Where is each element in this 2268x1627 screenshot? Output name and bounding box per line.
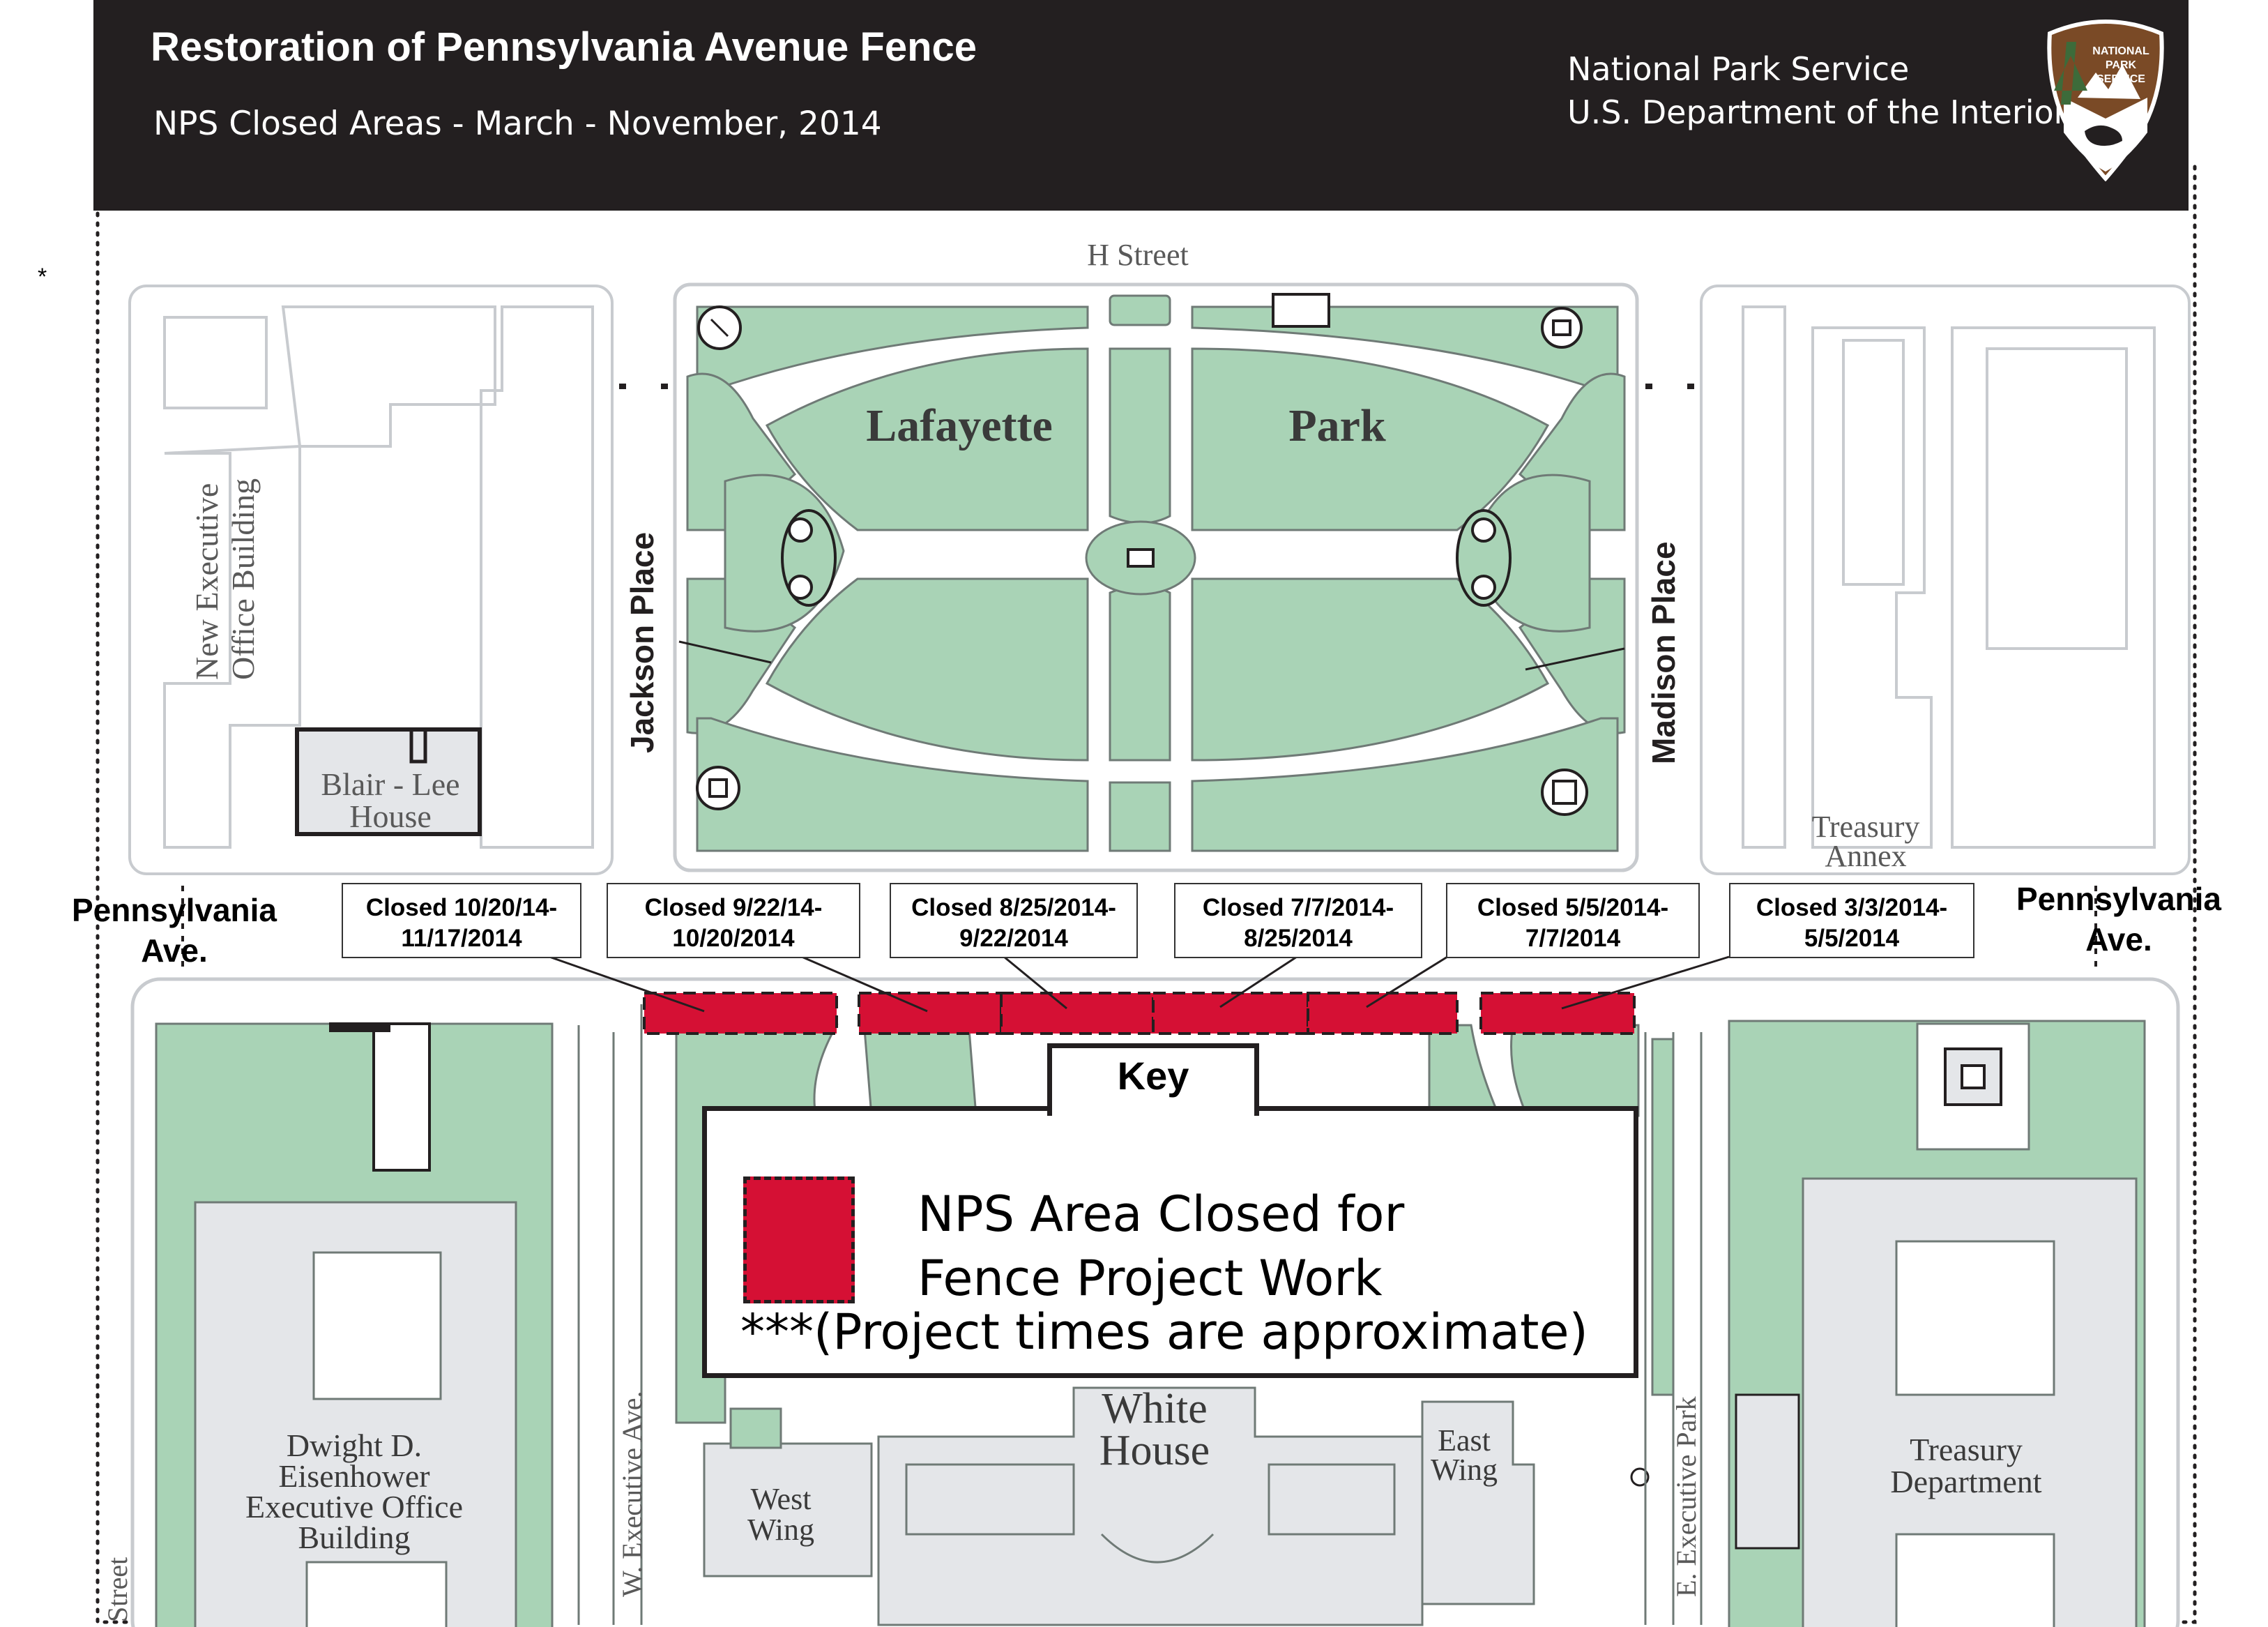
closure-label-1-line-2: 11/17/2014 [401,925,522,952]
closure-label-4-line-1: Closed 7/7/2014- [1202,894,1394,921]
closure-label-5: Closed 5/5/2014- 7/7/2014 [1446,883,1700,958]
pennsylvania-east-line-1: Pennsylvania [2016,881,2222,917]
closure-label-2-line-1: Closed 9/22/14- [644,894,823,921]
label-west-wing-1: West [751,1482,812,1516]
label-park: Park [1288,400,1386,451]
key-approximate-note: ***(Project times are approximate) [740,1303,1588,1361]
label-new-exec-line-1: New Executive [189,483,224,680]
label-treasury-dept-2: Department [1890,1464,2041,1499]
block-new-executive-office [128,285,614,875]
label-eisenhower-4: Building [298,1520,410,1555]
west-wing-building [703,1442,873,1577]
label-new-exec-line-2: Office Building [225,478,261,680]
closure-label-4: Closed 7/7/2014- 8/25/2014 [1174,883,1422,958]
building-blair-lee-house [295,727,482,836]
key-title: Key [1047,1043,1259,1116]
closure-segment-1 [643,992,838,1035]
page-marker: * [38,264,47,290]
closure-label-2-line-2: 10/20/2014 [672,925,795,952]
logo-text-park: PARK [2106,59,2137,71]
label-white-house-2: House [1099,1427,1210,1474]
eisenhower-eob-building [155,1022,554,1627]
label-e-executive-park: E. Executive Park [1670,1396,1702,1597]
nps-arrowhead-logo: NATIONAL PARK SERVICE [2047,20,2164,181]
key-description: NPS Area Closed for Fence Project Work [918,1182,1404,1310]
closure-label-3-line-1: Closed 8/25/2014- [911,894,1116,921]
agency-line-2: U.S. Department of the Interior [1567,93,2067,131]
label-treasury-annex-2: Annex [1825,839,1906,873]
block-treasury-annex [1700,285,2191,875]
closure-label-6: Closed 3/3/2014- 5/5/2014 [1729,883,1974,958]
label-treasury-annex-1: Treasury [1812,810,1920,844]
header-bar: Restoration of Pennsylvania Avenue Fence… [93,0,2189,211]
agency-line-1: National Park Service [1567,50,1910,88]
closure-label-1: Closed 10/20/14- 11/17/2014 [342,883,581,958]
closure-segments [643,992,1636,1035]
closure-segment-5 [1307,992,1459,1035]
label-madison-place: Madison Place [1645,541,1682,764]
logo-text-national: NATIONAL [2092,45,2149,57]
east-wing-building [1421,1400,1535,1605]
map-key: NPS Area Closed for Fence Project Work *… [702,1106,1638,1378]
label-east-wing-1: East [1438,1423,1491,1458]
label-blair-lee-2: House [349,799,432,834]
label-east-wing-2: Wing [1431,1453,1498,1487]
treasury-department-building [1728,1020,2146,1627]
key-closed-area-swatch [743,1176,855,1303]
label-blair-lee-1: Blair - Lee [321,766,459,802]
closure-label-1-line-1: Closed 10/20/14- [365,894,558,921]
label-w-executive-ave: W. Executive Ave. [616,1391,648,1597]
closure-segment-6 [1479,992,1636,1035]
pennsylvania-west-line-2: Ave. [141,932,208,969]
closure-label-3: Closed 8/25/2014- 9/22/2014 [890,883,1138,958]
label-white-house-1: White [1102,1385,1208,1432]
label-pennsylvania-ave-east: Pennsylvania Ave. [1997,879,2241,960]
pennsylvania-east-line-2: Ave. [2085,921,2152,958]
agency-name: National Park Service U.S. Department of… [1567,47,2067,134]
closure-label-5-line-2: 7/7/2014 [1525,925,1621,952]
label-h-street: H Street [1087,238,1188,272]
key-description-line-2: Fence Project Work [918,1250,1383,1307]
map-subtitle: NPS Closed Areas - March - November, 201… [153,105,882,143]
white-house-building [877,1386,1424,1626]
closure-label-6-line-1: Closed 3/3/2014- [1756,894,1948,921]
label-jackson-place: Jackson Place [624,532,660,753]
label-eisenhower-1: Dwight D. [287,1428,422,1463]
label-pennsylvania-ave-west: Pennsylvania Ave. [53,890,296,971]
closure-segment-2 [858,992,1003,1035]
closure-label-2: Closed 9/22/14- 10/20/2014 [607,883,860,958]
closure-label-3-line-2: 9/22/2014 [959,925,1068,952]
closure-segment-3 [1000,992,1155,1035]
logo-text-service: SERVICE [2096,73,2145,85]
map-boundary [96,158,2197,1624]
label-eisenhower-2: Eisenhower [278,1458,429,1494]
label-west-wing-2: Wing [747,1513,814,1547]
label-lafayette: Lafayette [866,400,1053,451]
closure-label-4-line-2: 8/25/2014 [1244,925,1353,952]
label-street-fragment: Street [102,1557,133,1622]
label-eisenhower-3: Executive Office [245,1489,463,1524]
closure-label-6-line-2: 5/5/2014 [1804,925,1900,952]
map-title: Restoration of Pennsylvania Avenue Fence [151,24,977,70]
pennsylvania-west-line-1: Pennsylvania [71,892,277,928]
key-description-line-1: NPS Area Closed for [918,1186,1405,1243]
closure-label-5-line-1: Closed 5/5/2014- [1477,894,1669,921]
label-treasury-dept-1: Treasury [1910,1432,2023,1467]
